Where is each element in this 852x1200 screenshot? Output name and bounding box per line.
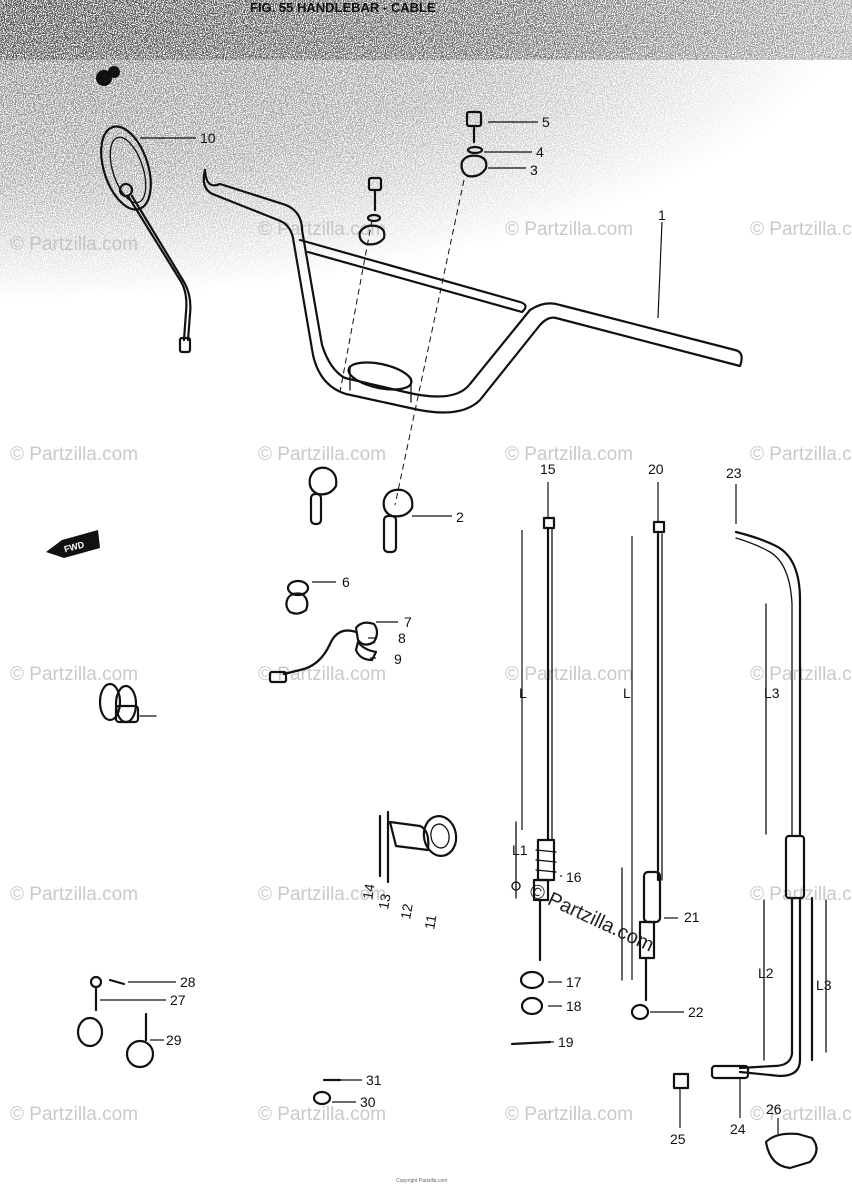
bolt-upper <box>460 110 488 178</box>
callout-21: 21 <box>684 909 700 925</box>
watermark: © Partzilla.com <box>258 664 386 685</box>
dim-label-l: L <box>623 685 631 701</box>
callout-17: 17 <box>566 974 582 990</box>
mirror <box>100 125 192 354</box>
callout-6: 6 <box>342 574 350 590</box>
callout-16: 16 <box>566 869 582 885</box>
callout-2: 2 <box>456 509 464 525</box>
handlebar-holder-lower <box>308 466 414 554</box>
dim-label-l3: L3 <box>764 685 780 701</box>
cable-adjuster <box>510 970 552 1046</box>
leader-lines <box>100 121 779 1134</box>
alignment-line <box>394 179 465 506</box>
watermark: © Partzilla.com <box>10 884 138 905</box>
alignment-line <box>339 219 373 393</box>
page-title: FIG. 55 HANDLEBAR - CABLE <box>250 0 436 15</box>
callout-18: 18 <box>566 998 582 1014</box>
bolt-blob <box>96 66 120 86</box>
callout-29: 29 <box>166 1032 182 1048</box>
callout-20: 20 <box>648 461 664 477</box>
callout-15: 15 <box>540 461 556 477</box>
clutch-cable <box>621 520 666 1021</box>
callout-24: 24 <box>730 1121 746 1137</box>
dim-label-l1: L1 <box>512 842 528 858</box>
callout-7: 7 <box>404 614 412 630</box>
watermark: © Partzilla.com <box>505 1104 633 1125</box>
callout-27: 27 <box>170 992 186 1008</box>
footer-text: Copyright Partzilla.com <box>396 1178 447 1184</box>
callout-12: 12 <box>397 902 415 920</box>
switch-clamp <box>268 579 379 684</box>
watermark: © Partzilla.com <box>10 1104 138 1125</box>
watermark-rotated: © Partzilla.com <box>526 880 657 957</box>
callout-3: 3 <box>530 162 538 178</box>
watermark: © Partzilla.com <box>258 1104 386 1125</box>
throttle-cable <box>511 516 557 962</box>
callout-22: 22 <box>688 1004 704 1020</box>
watermark: © Partzilla.com <box>10 444 138 465</box>
snap-rings <box>76 975 155 1069</box>
callout-31: 31 <box>366 1072 382 1088</box>
callout-28: 28 <box>180 974 196 990</box>
grip-assembly <box>378 810 458 884</box>
watermark: © Partzilla.com <box>258 219 386 240</box>
cable-boot <box>764 1132 818 1170</box>
callout-23: 23 <box>726 465 742 481</box>
dim-label-l3: L3 <box>816 977 832 993</box>
brake-cable <box>672 530 827 1090</box>
watermark: © Partzilla.com <box>258 444 386 465</box>
callout-14: 14 <box>359 882 377 900</box>
handlebar <box>202 168 743 414</box>
watermark: © Partzilla.com <box>258 884 386 905</box>
callout-8: 8 <box>398 630 406 646</box>
callout-30: 30 <box>360 1094 376 1110</box>
watermark: © Partzilla.com <box>10 234 138 255</box>
watermark: © Partzilla.com <box>505 664 633 685</box>
callout-25: 25 <box>670 1131 686 1147</box>
callout-19: 19 <box>558 1034 574 1050</box>
watermark: © Partzilla.com <box>750 1104 852 1125</box>
callout-9: 9 <box>394 651 402 667</box>
callout-1: 1 <box>658 207 666 223</box>
callout-5: 5 <box>542 114 550 130</box>
callouts: 1 2 3 4 5 6 7 8 9 10 11 12 13 14 15 16 1… <box>166 114 782 1147</box>
watermark: © Partzilla.com <box>505 444 633 465</box>
throttle-grip <box>98 682 157 724</box>
watermark: © Partzilla.com <box>505 219 633 240</box>
callout-4: 4 <box>536 144 544 160</box>
fwd-arrow-icon: FWD <box>46 530 100 558</box>
callout-10: 10 <box>200 130 216 146</box>
watermark: © Partzilla.com <box>750 444 852 465</box>
small-screws <box>312 1078 342 1106</box>
callout-13: 13 <box>375 892 393 910</box>
scan-noise <box>0 0 852 300</box>
callout-11: 11 <box>421 913 439 930</box>
dim-label-l: L <box>519 685 527 701</box>
watermark-group: © Partzilla.com © Partzilla.com © Partzi… <box>10 219 852 1125</box>
watermark: © Partzilla.com <box>10 664 138 685</box>
bolt-left <box>358 176 386 246</box>
watermark: © Partzilla.com <box>750 219 852 240</box>
callout-26: 26 <box>766 1101 782 1117</box>
dim-label-l2: L2 <box>758 965 774 981</box>
